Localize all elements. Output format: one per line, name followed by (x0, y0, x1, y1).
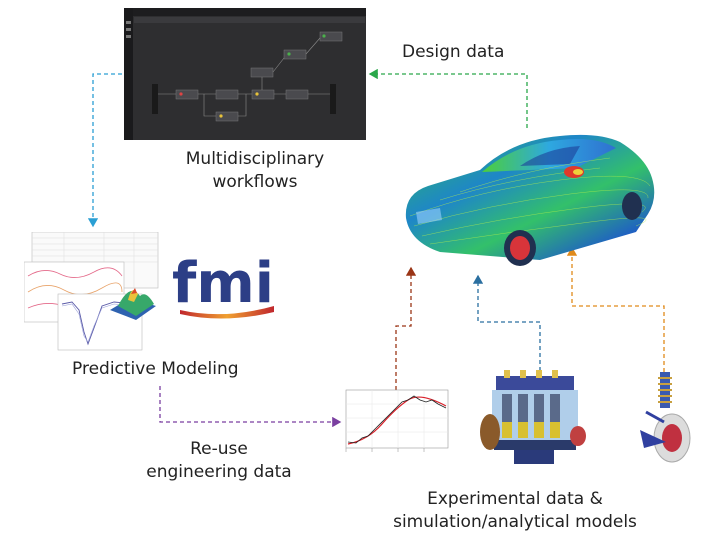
curve-to-car-arrow (395, 266, 417, 390)
experimental-label-line: Experimental data & (427, 489, 603, 509)
suspension-to-car-arrow (566, 246, 665, 372)
predictive-modeling-graphic (24, 232, 159, 351)
reuse-label: Re-use engineering data (144, 438, 294, 484)
reuse-label-line: engineering data (146, 462, 292, 482)
design-data-label: Design data (402, 42, 505, 62)
fmi-logo-text: fmi (172, 251, 274, 316)
experimental-curve-plot (345, 389, 449, 452)
experimental-label: Experimental data & simulation/analytica… (384, 488, 646, 534)
suspension-model (640, 372, 691, 463)
workflows-label-line: workflows (212, 172, 298, 192)
car-cfd-render (405, 134, 655, 266)
reuse-arrow (159, 386, 342, 428)
engine-to-car-arrow (472, 274, 541, 378)
workflow-to-predictive-arrow (87, 73, 122, 228)
experimental-label-line: simulation/analytical models (393, 512, 637, 532)
fmi-logo: fmi (172, 251, 274, 319)
workflow-screenshot (124, 8, 366, 140)
workflows-label: Multidisciplinary workflows (180, 148, 330, 194)
surface-plot (110, 288, 156, 320)
reuse-label-line: Re-use (190, 439, 248, 459)
workflows-label-line: Multidisciplinary (185, 149, 325, 169)
predictive-modeling-label: Predictive Modeling (72, 359, 239, 379)
design-data-arrow (368, 68, 528, 128)
engine-model (480, 370, 586, 464)
